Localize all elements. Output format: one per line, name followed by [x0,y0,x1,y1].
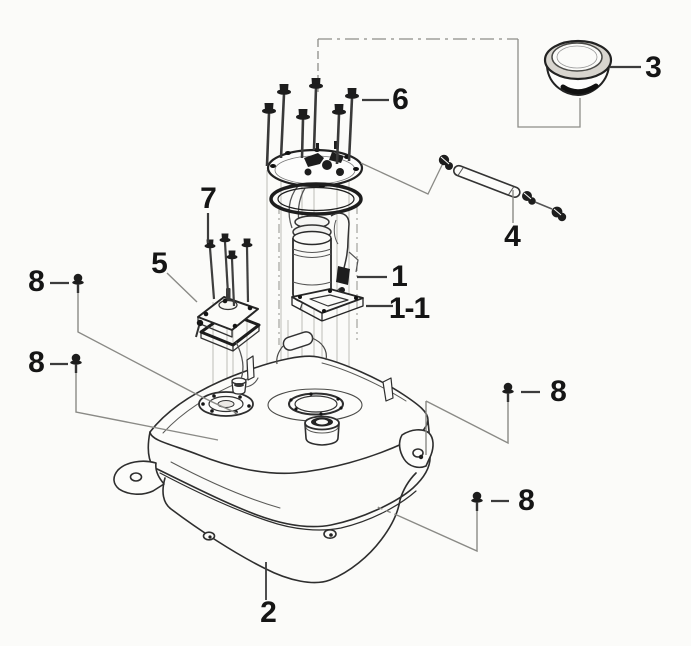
fuel-hose [360,154,567,222]
leader-lines-dark [50,65,641,600]
callout-part-1[interactable]: 1 [391,260,408,293]
callout-part-7[interactable]: 7 [200,182,217,215]
fuel-filler-cap [543,39,613,97]
callout-part-8-upper-right[interactable]: 8 [550,375,567,408]
pump-gasket-ring [269,182,363,216]
callout-part-2[interactable]: 2 [260,596,277,629]
callout-part-8-upper-left[interactable]: 8 [28,265,45,298]
fuel-tank [113,355,434,584]
callout-part-1-1[interactable]: 1-1 [388,292,430,325]
callout-part-8-lower-left[interactable]: 8 [28,346,45,379]
cap-reference-bracket [317,38,581,128]
pump-sleeve [276,331,327,365]
callout-part-8-lower-right[interactable]: 8 [518,484,535,517]
assembly-centerlines [278,205,358,345]
fuel-pump-assembly [266,141,364,311]
callout-part-4[interactable]: 4 [504,220,521,253]
leader-lines-gray [75,190,514,553]
hose-tube [453,164,521,199]
callout-part-6[interactable]: 6 [392,83,409,116]
pump-base-plate [291,288,364,322]
callout-part-5[interactable]: 5 [151,247,168,280]
sender-plate-bolts [204,233,253,307]
pump-flange-bolts [262,78,359,167]
callout-part-3[interactable]: 3 [645,51,662,84]
